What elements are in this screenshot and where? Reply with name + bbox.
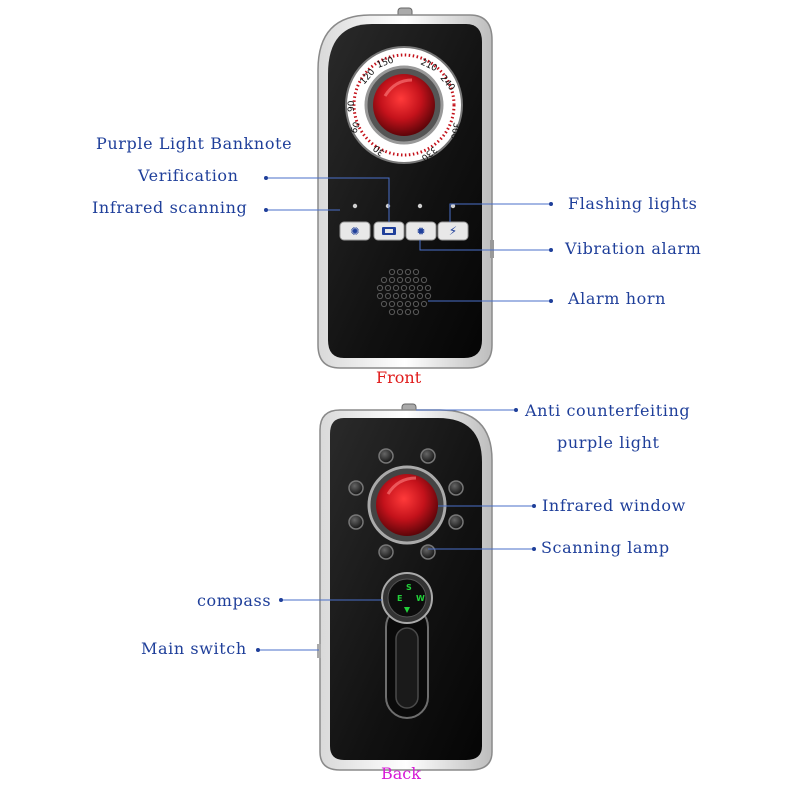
compass-face <box>387 578 427 618</box>
label-flashing-lights: Flashing lights <box>568 194 698 213</box>
scanning-led <box>378 544 394 560</box>
front-caption: Front <box>376 368 422 387</box>
label-infrared-window: Infrared window <box>542 496 686 515</box>
infrared-window <box>376 474 438 536</box>
speaker-grille <box>376 268 432 316</box>
label-compass: compass <box>197 591 272 610</box>
back-caption: Back <box>381 764 421 783</box>
side-switch-tab <box>317 644 321 658</box>
indicator-led <box>450 203 456 209</box>
label-purple-light: purple light <box>557 433 660 452</box>
indicator-led <box>385 203 391 209</box>
dial-number-90: 90 <box>347 100 357 112</box>
dial-number-300: 300 <box>448 121 461 140</box>
back-device: S W E <box>317 403 493 771</box>
scanning-led <box>448 480 464 496</box>
dial-number-60: 60 <box>349 121 362 135</box>
label-anti-counterfeiting: Anti counterfeiting <box>525 401 691 420</box>
front-device: 60 90 120 150 210 240 300 330 30 ✺ <box>317 7 494 369</box>
compass-letter-s: S <box>406 583 412 592</box>
compass-letter-e: E <box>397 594 402 603</box>
vibration-icon: ✹ <box>416 225 425 238</box>
label-alarm-horn: Alarm horn <box>568 289 667 308</box>
leader-dots <box>256 176 553 652</box>
scanning-led <box>420 544 436 560</box>
label-verification: Verification <box>138 166 239 185</box>
front-lens <box>373 74 435 136</box>
scanning-led <box>420 448 436 464</box>
label-infrared-scanning: Infrared scanning <box>92 198 248 217</box>
side-button <box>490 240 494 258</box>
indicator-led <box>352 203 358 209</box>
scanning-led <box>378 448 394 464</box>
label-vibration-alarm: Vibration alarm <box>565 239 702 258</box>
infrared-scan-icon: ✺ <box>350 225 359 238</box>
vibration-alarm-button[interactable] <box>405 221 437 241</box>
main-switch-knob[interactable] <box>395 627 419 709</box>
indicator-led <box>417 203 423 209</box>
front-buttons: ✺ ✹ ⚡ <box>339 221 469 241</box>
label-main-switch: Main switch <box>141 639 247 658</box>
label-purple-light-banknote: Purple Light Banknote <box>96 134 293 153</box>
label-scanning-lamp: Scanning lamp <box>541 538 670 557</box>
compass-needle-icon <box>404 607 410 613</box>
flashing-lights-button[interactable] <box>437 221 469 241</box>
compass-letter-w: W <box>416 594 425 603</box>
scanning-led <box>448 514 464 530</box>
scanning-led <box>348 480 364 496</box>
scanning-led <box>348 514 364 530</box>
infrared-scanning-button[interactable] <box>339 221 371 241</box>
lightning-icon: ⚡ <box>449 224 457 238</box>
leader-lines <box>258 177 550 651</box>
compass-letters: S W E <box>397 583 425 603</box>
front-dial <box>345 46 463 164</box>
